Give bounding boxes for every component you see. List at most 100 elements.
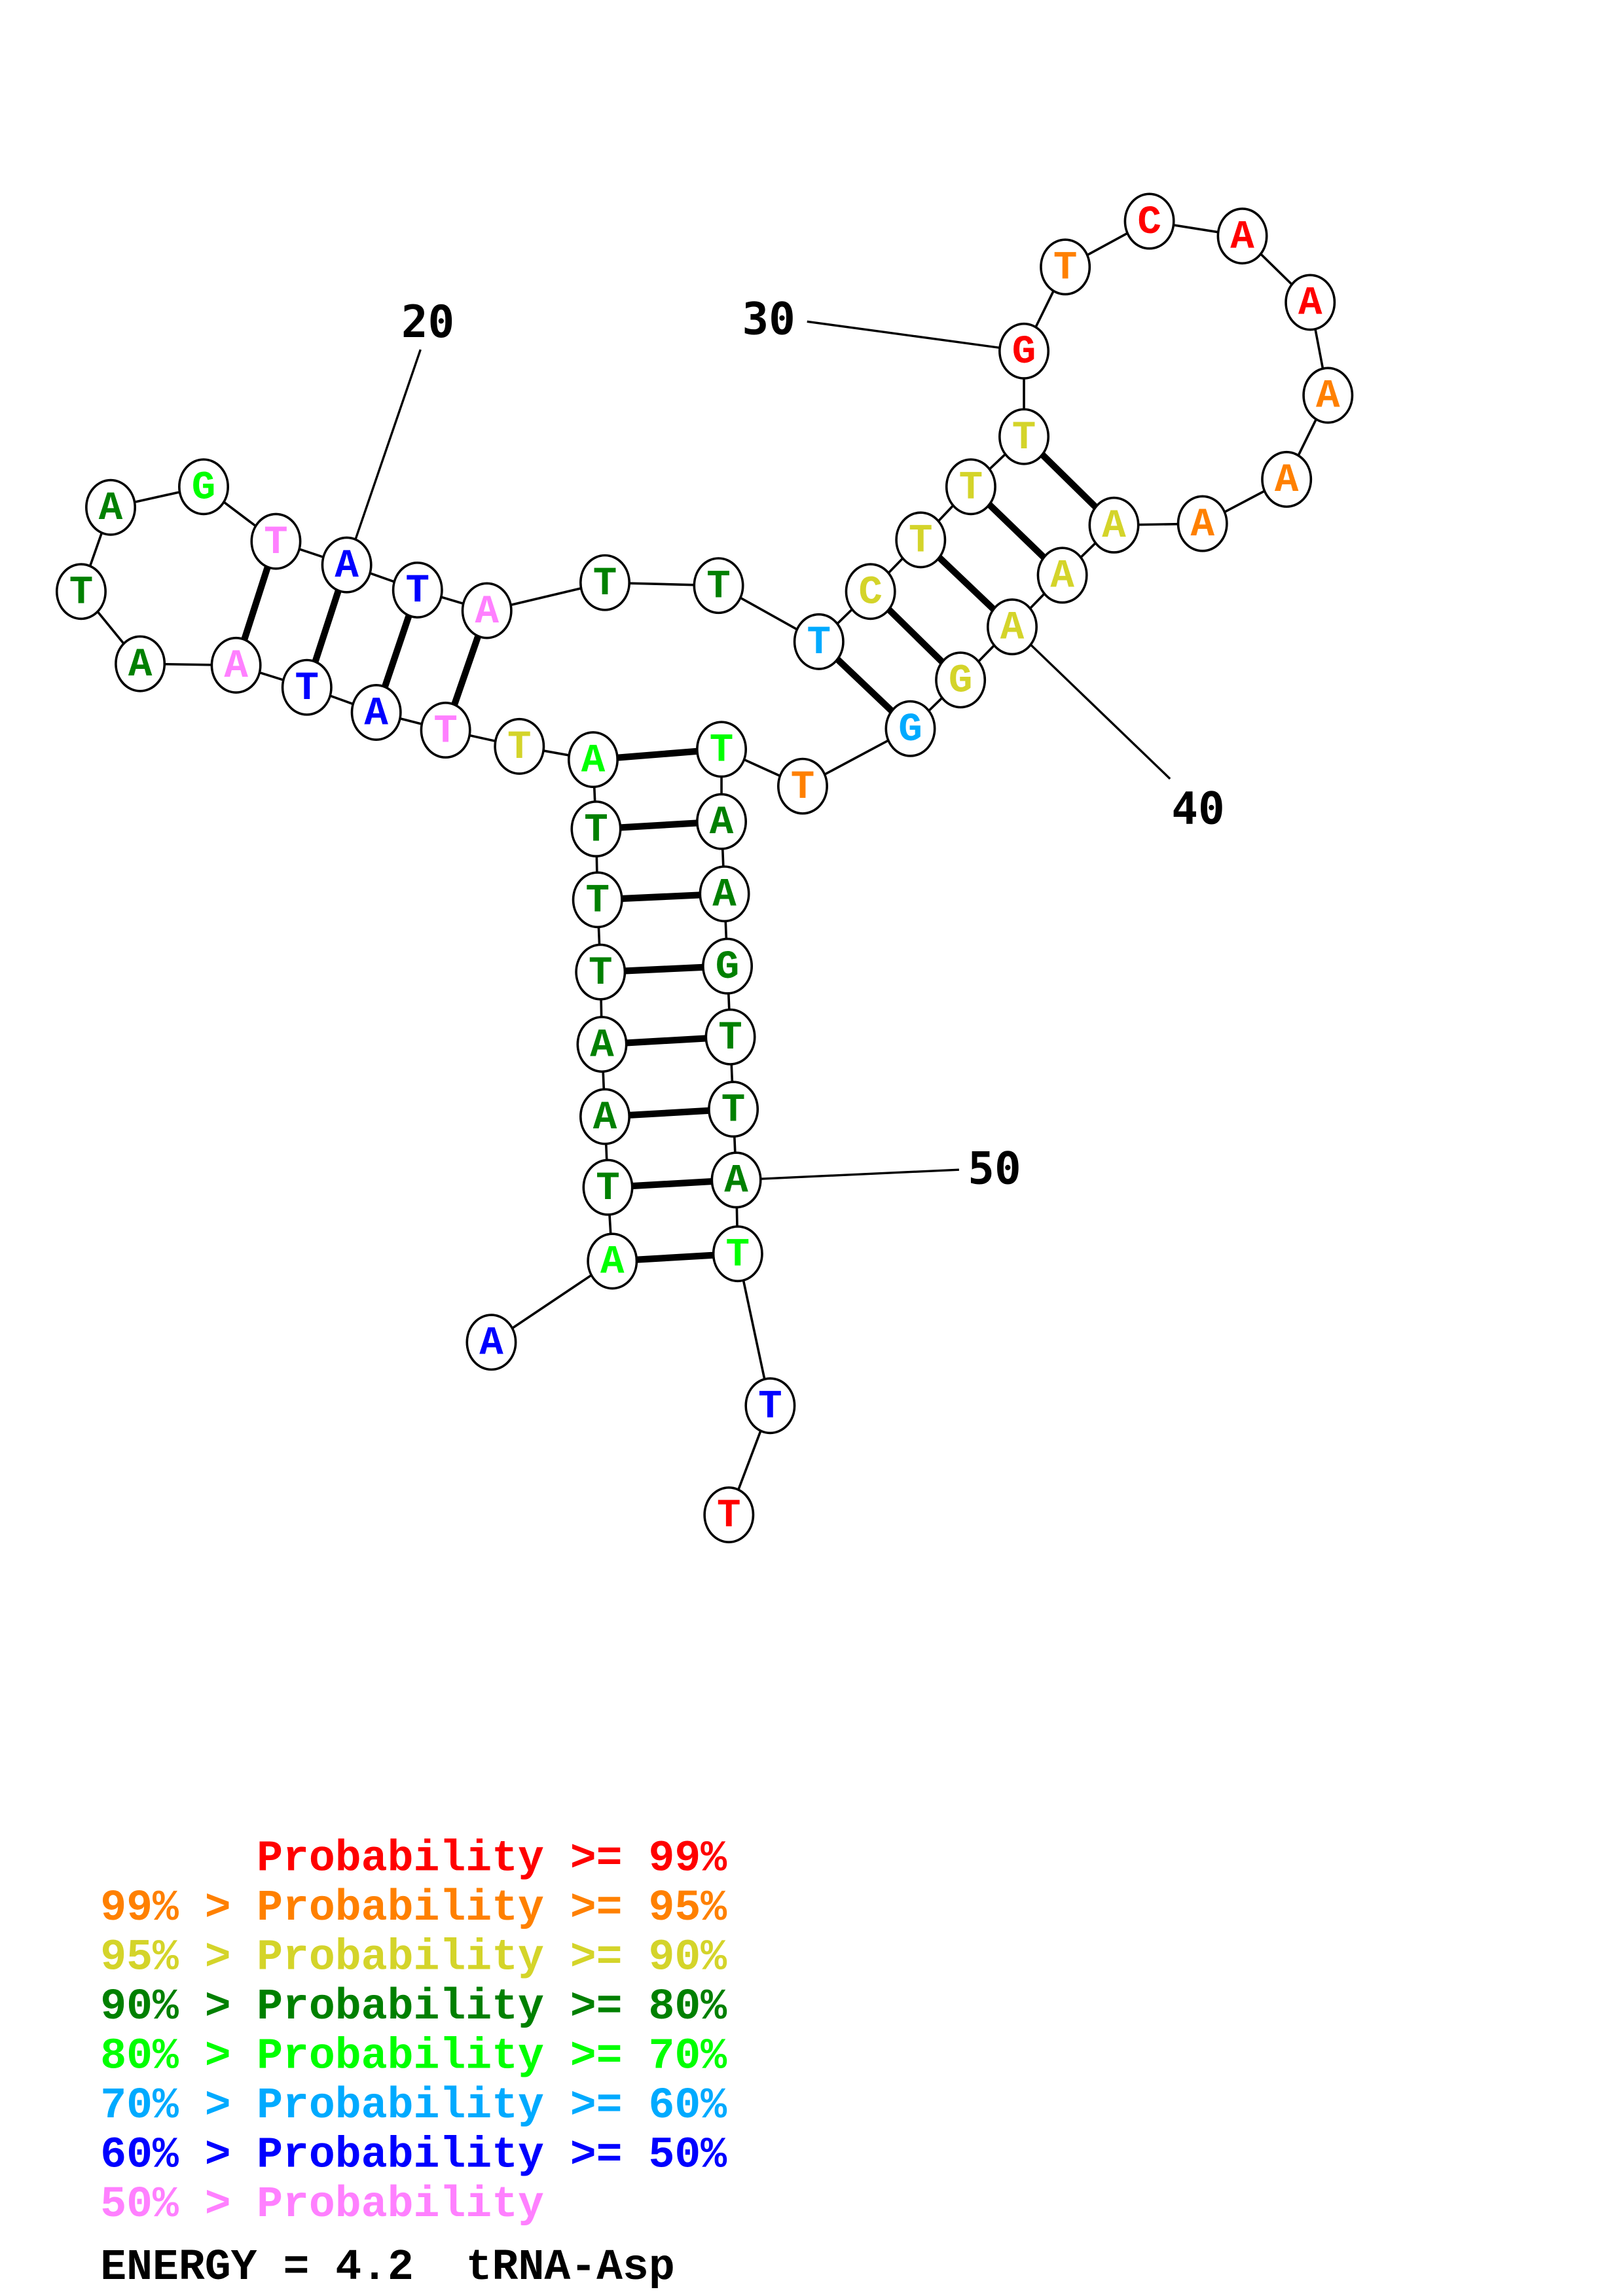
nucleotide-11: T xyxy=(420,702,471,759)
nucleotide-letter: T xyxy=(718,1016,742,1061)
nucleotide-circle xyxy=(1123,192,1175,250)
nucleotide-4: A xyxy=(579,1088,630,1145)
nucleotide-circle xyxy=(693,557,744,615)
nucleotide-letter: T xyxy=(584,808,608,853)
nucleotide-circle xyxy=(567,731,619,789)
nucleotide-48: T xyxy=(704,1008,756,1066)
nucleotide-circle xyxy=(582,1158,634,1216)
legend-entry-p50: 60% > Probability >= 50% xyxy=(100,2131,727,2180)
nucleotide-28: T xyxy=(945,458,996,516)
nucleotide-circle xyxy=(998,408,1050,465)
legend-entry-p80: 90% > Probability >= 80% xyxy=(100,1982,727,2032)
legend-entry-p60: 70% > Probability >= 60% xyxy=(100,2081,727,2130)
nucleotide-circle xyxy=(1088,496,1140,554)
nucleotide-10: T xyxy=(494,717,545,775)
nucleotide-20: A xyxy=(321,536,373,594)
nucleotide-circle xyxy=(85,478,137,536)
nucleotide-3: T xyxy=(582,1158,634,1216)
nucleotide-circle xyxy=(696,793,748,850)
nucleotide-26: C xyxy=(845,563,896,620)
nucleotide-39: A xyxy=(1036,547,1088,604)
position-label-lines xyxy=(346,320,1171,1181)
nucleotide-43: T xyxy=(776,757,828,815)
nucleotide-9: A xyxy=(567,731,619,789)
nucleotide-letter: A xyxy=(128,643,153,688)
probability-legend: Probability >= 99%99% > Probability >= 9… xyxy=(100,1835,727,2229)
nucleotide-letter: C xyxy=(1137,200,1161,245)
nucleotide-27: T xyxy=(895,511,947,569)
nucleotide-circle xyxy=(350,684,402,741)
nucleotide-letter: A xyxy=(1000,606,1025,651)
nucleotide-45: A xyxy=(696,793,748,850)
nucleotide-circle xyxy=(579,554,630,611)
nucleotide-circle xyxy=(696,721,748,778)
nucleotide-circle xyxy=(115,635,166,692)
nucleotide-circle xyxy=(210,636,262,694)
nucleotide-17: A xyxy=(85,478,137,536)
nucleotide-40: A xyxy=(987,598,1038,656)
nucleotide-circle xyxy=(575,943,627,1001)
nucleotide-44: T xyxy=(696,721,748,778)
nucleotide-letter: T xyxy=(406,569,430,614)
legend-entry-p95: 99% > Probability >= 95% xyxy=(100,1884,727,1933)
nucleotide-letter: T xyxy=(909,519,933,564)
nucleotide-circle xyxy=(1302,367,1354,424)
nucleotide-24: T xyxy=(693,557,744,615)
position-labels: 20 30 40 50 xyxy=(401,293,1225,1194)
nucleotide-letter: G xyxy=(898,708,922,753)
legend-prefix: 80% > xyxy=(100,2032,257,2081)
nucleotide-letter: G xyxy=(949,659,973,704)
nucleotide-letter: T xyxy=(589,951,613,996)
nucleotide-letter: A xyxy=(99,486,123,531)
nucleotide-circle xyxy=(250,512,302,570)
legend-text: Probability >= 90% xyxy=(257,1933,727,1982)
nucleotide-47: G xyxy=(702,937,754,995)
nucleotide-letter: A xyxy=(581,738,606,783)
nucleotide-circle xyxy=(420,702,471,759)
nucleotide-circle xyxy=(744,1377,796,1435)
nucleotide-13: T xyxy=(281,658,333,716)
nucleotide-circle xyxy=(712,1225,763,1283)
nucleotide-letter: A xyxy=(335,544,359,589)
position-label-30: 30 xyxy=(742,293,795,344)
nucleotide-35: A xyxy=(1302,367,1354,424)
nucleotide-letter: A xyxy=(600,1240,625,1285)
legend-text: Probability >= 50% xyxy=(257,2131,727,2180)
nucleotide-2: A xyxy=(587,1232,638,1290)
nucleotide-circle xyxy=(1176,495,1228,552)
legend-entry-plow: 50% > Probability xyxy=(100,2180,544,2229)
nucleotide-circle xyxy=(703,1486,755,1543)
nucleotide-46: A xyxy=(699,865,750,923)
nucleotide-circle xyxy=(704,1008,756,1066)
nucleotide-circle xyxy=(935,651,987,709)
nucleotide-letter: A xyxy=(593,1096,617,1141)
nucleotide-circle xyxy=(1040,238,1091,296)
nucleotide-letter: A xyxy=(224,644,248,689)
legend-prefix: 95% > xyxy=(100,1933,257,1982)
nucleotide-6: T xyxy=(575,943,627,1001)
nucleotide-22: A xyxy=(461,582,513,639)
legend-text: Probability >= 95% xyxy=(257,1884,727,1933)
nucleotide-circle xyxy=(776,757,828,815)
nucleotide-32: C xyxy=(1123,192,1175,250)
nucleotide-21: T xyxy=(392,561,443,619)
nucleotide-49: T xyxy=(708,1081,759,1138)
position-label-line xyxy=(807,320,1025,353)
nucleotide-38: A xyxy=(1088,496,1140,554)
nucleotide-circle xyxy=(1036,547,1088,604)
legend-entry-p90: 95% > Probability >= 90% xyxy=(100,1933,727,1982)
nucleotide-37: A xyxy=(1176,495,1228,552)
nucleotide-53: T xyxy=(703,1486,755,1543)
nucleotide-letter: A xyxy=(364,691,388,736)
position-label-50: 50 xyxy=(968,1142,1021,1194)
nucleotide-50: A xyxy=(710,1151,762,1209)
backbone-lines xyxy=(80,220,1330,1516)
nucleotide-circle xyxy=(699,865,750,923)
nucleotide-29: T xyxy=(998,408,1050,465)
position-label-line xyxy=(346,349,422,565)
nucleotide-circle xyxy=(884,700,936,757)
nucleotide-letter: A xyxy=(1275,458,1299,503)
nucleotide-circle xyxy=(465,1314,517,1371)
legend-prefix: 50% > xyxy=(100,2180,257,2229)
